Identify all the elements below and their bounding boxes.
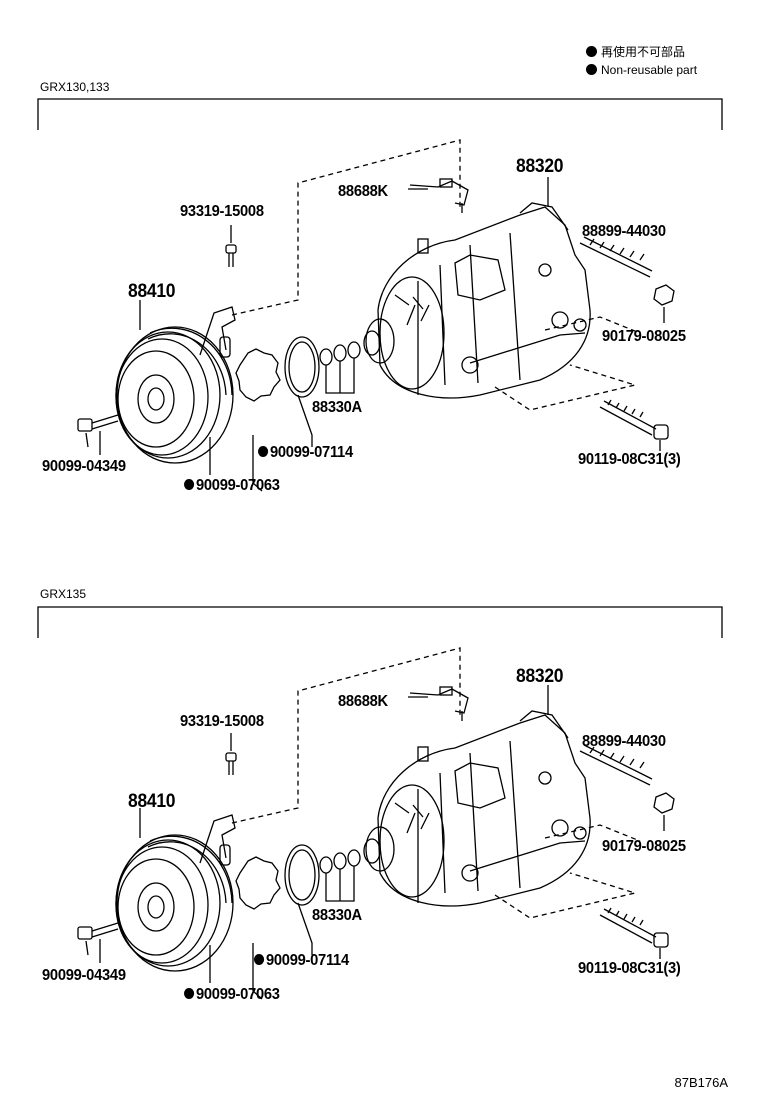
bullet-icon: [586, 64, 597, 75]
bolt-small-drawing: [77, 922, 119, 956]
part-label-shims: 88330A: [312, 907, 362, 924]
snap-ring-drawing: [284, 336, 320, 398]
non-reusable-bullet-icon: [258, 446, 269, 457]
part-label-snap-ring: 90099-07114: [254, 952, 349, 970]
variant-label: GRX135: [40, 587, 87, 601]
non-reusable-bullet-icon: [254, 954, 265, 965]
washer-drawing: [235, 348, 281, 402]
bolt-small-drawing: [77, 414, 119, 448]
legend-non-reusable-en: Non-reusable part: [586, 63, 697, 77]
bracket-drawing: [409, 178, 469, 213]
variant-label: GRX130,133: [40, 80, 110, 94]
bolt-long-drawing: [599, 907, 669, 959]
part-label-bolt-small: 90099-04349: [42, 967, 126, 984]
part-label-screw: 93319-15008: [180, 203, 264, 220]
part-label-clutch: 88410: [128, 791, 176, 812]
part-label-nut: 90179-08025: [602, 838, 686, 855]
nut-drawing: [653, 284, 675, 323]
non-reusable-bullet-icon: [184, 479, 195, 490]
legend-non-reusable-jp: 再使用不可部品: [586, 43, 685, 60]
part-label-compressor: 88320: [516, 156, 564, 177]
part-label-bracket: 88688K: [338, 183, 388, 200]
stud-drawing: [579, 744, 653, 786]
figure-id: 87B176A: [674, 1075, 729, 1090]
screw-drawing: [225, 225, 237, 267]
bullet-icon: [586, 46, 597, 57]
part-label-stud: 88899-44030: [582, 223, 666, 240]
nut-drawing: [653, 792, 675, 831]
washer-drawing: [235, 856, 281, 910]
part-label-screw: 93319-15008: [180, 713, 264, 730]
exploded-diagram-panel-1: [37, 98, 723, 492]
shim-drawing: [319, 856, 333, 874]
screw-drawing: [225, 733, 237, 775]
part-label-bolt-long: 90119-08C31(3): [578, 451, 681, 468]
compressor-body-drawing: [363, 202, 591, 399]
part-label-bolt-small: 90099-04349: [42, 458, 126, 475]
shim-drawing: [319, 348, 333, 366]
clutch-pulley-drawing: [115, 306, 236, 464]
clutch-pulley-drawing: [115, 814, 236, 972]
bracket-drawing: [409, 686, 469, 721]
part-label-washer: 90099-07063: [184, 986, 280, 1004]
part-label-nut: 90179-08025: [602, 328, 686, 345]
stud-drawing: [579, 236, 653, 278]
exploded-diagram-panel-2: [37, 606, 723, 1000]
non-reusable-bullet-icon: [184, 988, 195, 999]
part-label-clutch: 88410: [128, 281, 176, 302]
part-label-compressor: 88320: [516, 666, 564, 687]
part-label-stud: 88899-44030: [582, 733, 666, 750]
snap-ring-drawing: [284, 844, 320, 906]
part-label-bracket: 88688K: [338, 693, 388, 710]
part-label-snap-ring: 90099-07114: [258, 444, 353, 462]
part-label-shims: 88330A: [312, 399, 362, 416]
bolt-long-drawing: [599, 399, 669, 451]
part-label-bolt-long: 90119-08C31(3): [578, 960, 681, 977]
compressor-body-drawing: [363, 710, 591, 907]
part-label-washer: 90099-07063: [184, 477, 280, 495]
